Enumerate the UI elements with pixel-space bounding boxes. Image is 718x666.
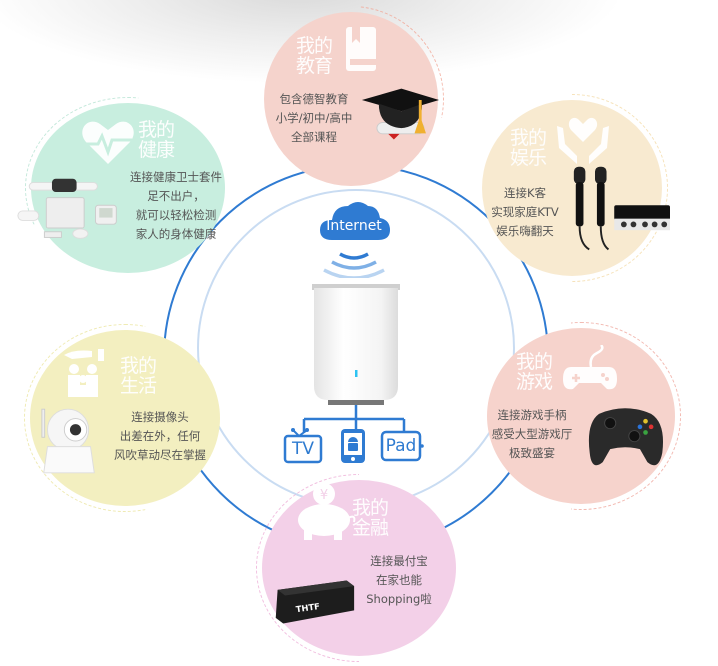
svg-text:¥: ¥ xyxy=(320,488,328,503)
heartbeat-icon xyxy=(82,121,134,164)
device-tablet: Pad xyxy=(380,430,424,462)
gamepad-icon xyxy=(563,345,617,390)
device-tv: TV xyxy=(283,428,323,464)
life-description: 连接摄像头 出差在外，任何 风吹草动尽在掌握 xyxy=(114,410,206,462)
life-title: 我的 生活 xyxy=(120,355,157,397)
pad-label: Pad xyxy=(385,436,417,456)
health-description: 连接健康卫士套件 足不出户， 就可以轻松检测 家人的身体健康 xyxy=(130,170,222,241)
android-phone-icon xyxy=(341,429,365,463)
entertainment-title: 我的 娱乐 xyxy=(510,127,547,169)
card-reader-brand: THTF xyxy=(295,601,321,614)
health-devices-image xyxy=(17,178,117,239)
tv-icon xyxy=(283,428,323,464)
card-reader-image: THTF xyxy=(275,580,355,624)
education-title: 我的 教育 xyxy=(296,35,333,77)
cloud-icon xyxy=(320,202,390,240)
education-description: 包含德智教育 小学/初中/高中 全部课程 xyxy=(275,92,353,144)
gaming-description: 连接游戏手柄 感受大型游戏厅 极致盛宴 xyxy=(491,408,573,460)
entertainment-description: 连接K客 实现家庭KTV 娱乐嗨翻天 xyxy=(491,186,559,238)
device-connector xyxy=(302,405,406,433)
gaming-title: 我的 游戏 xyxy=(516,351,553,393)
bubble-finance xyxy=(256,474,456,662)
finance-title: 我的 金融 xyxy=(352,497,389,539)
tablet-icon xyxy=(380,430,424,462)
book-icon xyxy=(346,27,376,71)
karaoke-microphones-image xyxy=(573,166,670,251)
health-title: 我的 健康 xyxy=(138,119,175,161)
internet-label: Internet xyxy=(326,218,382,234)
wifi-signal-icon xyxy=(323,252,385,278)
family-home-icon xyxy=(64,349,104,397)
piggy-bank-icon: ¥ xyxy=(298,483,356,540)
finance-description: 连接最付宝 在家也能 Shopping啦 xyxy=(366,554,432,606)
graduation-cap-image xyxy=(361,88,440,140)
ip-camera-image xyxy=(41,408,95,474)
router-hub xyxy=(312,284,400,405)
tv-label: TV xyxy=(291,439,314,459)
heart-hands-icon xyxy=(557,117,609,164)
game-controller-image xyxy=(588,408,664,466)
